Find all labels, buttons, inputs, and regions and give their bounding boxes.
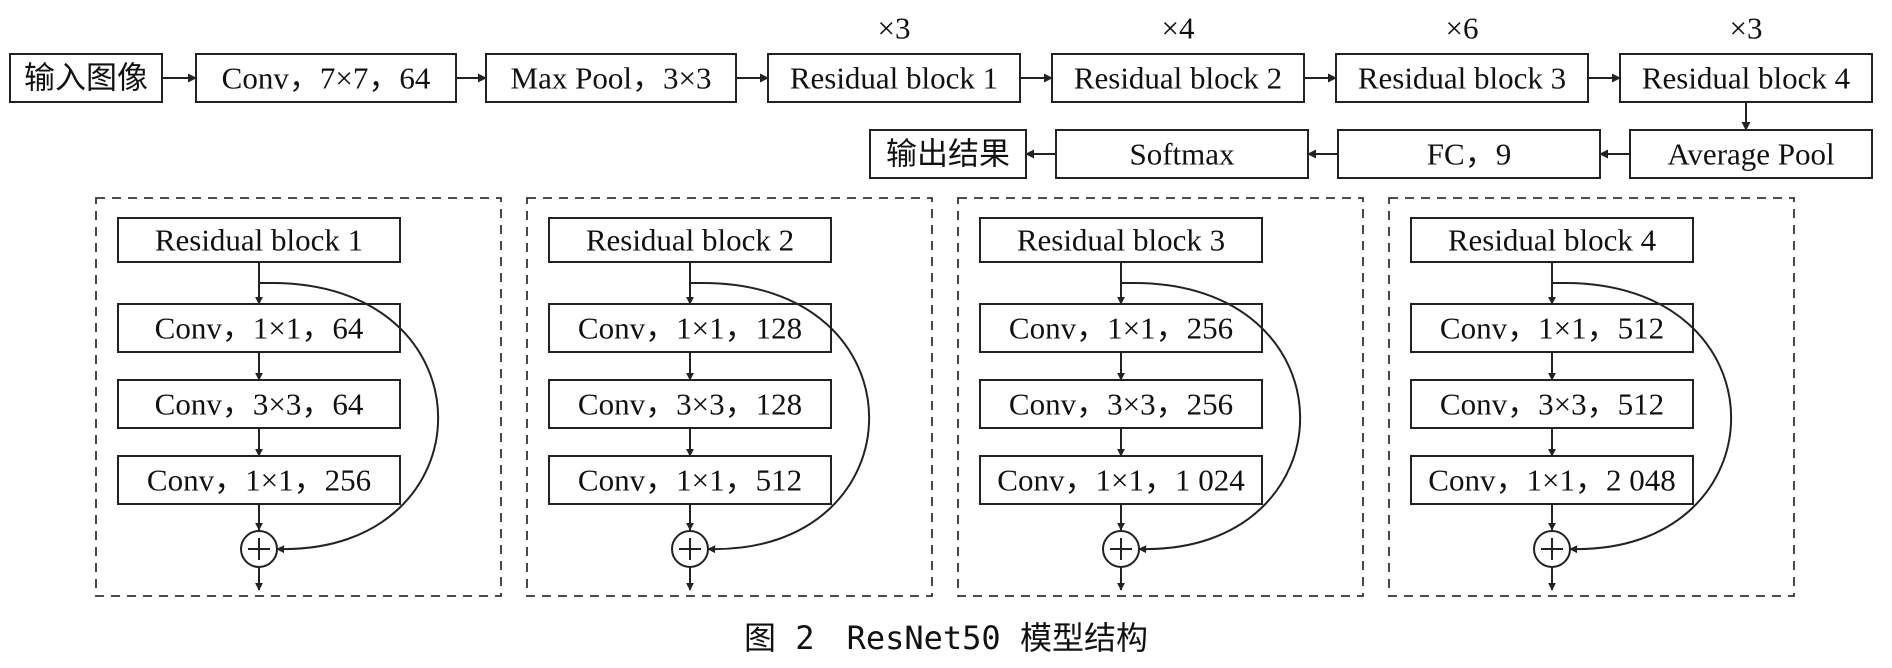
softmax-label: Softmax (1129, 137, 1235, 172)
residual-block-details: Residual block 1Conv，1×1，64Conv，3×3，64Co… (95, 197, 1795, 597)
block-title-box (548, 217, 832, 263)
avgpool-node: Average Pool (1629, 129, 1873, 179)
block-title: Residual block 4 (1448, 223, 1657, 258)
res1-node: Residual block 1 ×3 (767, 11, 1021, 103)
softmax-node: Softmax (1055, 129, 1309, 179)
conv-layer-label: Conv，1×1，256 (147, 463, 371, 498)
res4-repeat: ×3 (1730, 11, 1763, 46)
output-label: 输出结果 (886, 137, 1010, 172)
conv-layer-label: Conv，1×1，512 (578, 463, 802, 498)
fc-label: FC，9 (1427, 137, 1511, 172)
conv-layer-label: Conv，1×1，2 048 (1428, 463, 1675, 498)
maxpool-node: Max Pool，3×3 (485, 53, 737, 103)
conv-layer-label: Conv，3×3，512 (1440, 387, 1664, 422)
conv-layer-label: Conv，1×1，64 (155, 311, 364, 346)
conv-layer-label: Conv，3×3，256 (1009, 387, 1233, 422)
conv-layer-label: Conv，1×1，1 024 (997, 463, 1245, 498)
conv-layer-label: Conv，3×3，64 (155, 387, 364, 422)
conv-layer-box (1410, 303, 1694, 353)
conv-layer-label: Conv，1×1，512 (1440, 311, 1664, 346)
input-label: 输入图像 (24, 61, 148, 96)
fc-node: FC，9 (1337, 129, 1601, 179)
residual-block-panel: Residual block 3 Conv，1×1，256Conv，3×3，256… (957, 197, 1364, 597)
input-node: 输入图像 (9, 53, 163, 103)
conv-layer-box (117, 379, 401, 429)
conv-layer-label: Conv，3×3，128 (578, 387, 802, 422)
conv-layer-label: Conv，1×1，128 (578, 311, 802, 346)
res3-label: Residual block 3 (1358, 61, 1566, 96)
block-title-box (1410, 217, 1694, 263)
res3-node: Residual block 3 ×6 (1335, 11, 1589, 103)
conv-node: Conv，7×7，64 (195, 53, 457, 103)
conv-layer-box (979, 379, 1263, 429)
residual-block-panel: Residual block 4 Conv，1×1，512Conv，3×3，512… (1388, 197, 1795, 597)
res1-label: Residual block 1 (790, 61, 998, 96)
conv-label: Conv，7×7，64 (222, 61, 431, 96)
block-title-box (979, 217, 1263, 263)
conv-layer-box (1410, 455, 1694, 505)
skip-connection (1128, 281, 1301, 554)
block-title-box (117, 217, 401, 263)
conv-layer-box (979, 303, 1263, 353)
maxpool-label: Max Pool，3×3 (511, 61, 712, 96)
skip-connection (697, 281, 870, 554)
residual-block-panel: Residual block 2 Conv，1×1，128Conv，3×3，128… (526, 197, 933, 597)
block-title: Residual block 3 (1017, 223, 1225, 258)
res3-repeat: ×6 (1446, 11, 1479, 46)
figure-caption: 图 2 ResNet50 模型结构 (744, 619, 1148, 657)
res2-repeat: ×4 (1162, 11, 1195, 46)
conv-layer-box (117, 455, 401, 505)
block-title: Residual block 1 (155, 223, 363, 258)
residual-block-panel: Residual block 1 Conv，1×1，64Conv，3×3，64Co… (95, 197, 502, 597)
output-node: 输出结果 (869, 129, 1027, 179)
skip-connection (266, 281, 439, 554)
skip-connection (1559, 281, 1732, 554)
res4-node: Residual block 4 ×3 (1619, 11, 1873, 103)
res2-node: Residual block 2 ×4 (1051, 11, 1305, 103)
res4-label: Residual block 4 (1642, 61, 1851, 96)
res2-label: Residual block 2 (1074, 61, 1282, 96)
block-title: Residual block 2 (586, 223, 794, 258)
avgpool-label: Average Pool (1667, 137, 1834, 172)
conv-layer-label: Conv，1×1，256 (1009, 311, 1233, 346)
res1-repeat: ×3 (878, 11, 911, 46)
conv-layer-box (548, 303, 832, 353)
